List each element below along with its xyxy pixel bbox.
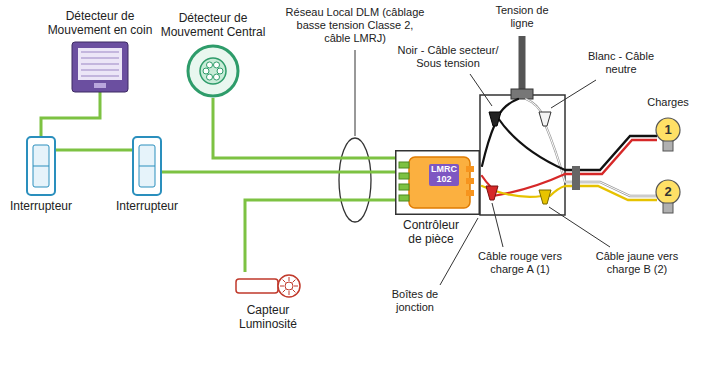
loads-label: Charges — [630, 96, 706, 109]
lmrj-cable — [213, 98, 395, 158]
component-text: 2 — [655, 185, 681, 200]
line-voltage-label: Tension de ligne — [494, 4, 550, 30]
wire-nut — [539, 112, 551, 126]
wire-nut — [539, 190, 551, 204]
component-caption: Détecteur de Mouvement en coin — [38, 10, 162, 38]
component-caption: Interrupteur — [0, 200, 86, 214]
component-caption: Contrôleur de pièce — [395, 219, 467, 247]
load-bulb: 1 — [655, 118, 681, 152]
component-text: 1 — [655, 123, 681, 138]
network-label: Réseau Local DLM (câblage basse tension … — [285, 6, 425, 46]
switch-symbol — [132, 136, 162, 196]
wall-switch: Interrupteur — [132, 136, 162, 196]
room-controller: LMRC 102Contrôleur de pièce — [395, 150, 480, 215]
corner-motion-sensor: Détecteur de Mouvement en coin — [72, 42, 128, 92]
component-text: LMRC 102 — [429, 164, 459, 186]
leader-line — [355, 50, 356, 136]
ceiling-motion-sensor: Détecteur de Mouvement Central — [186, 44, 240, 98]
corner-symbol — [72, 42, 128, 92]
cable-clamp — [572, 166, 580, 190]
line-cable — [519, 36, 526, 96]
lmrj-cable — [41, 92, 100, 136]
cable-clamp — [511, 89, 533, 99]
load-cables — [565, 136, 657, 200]
wall-switch: Interrupteur — [26, 136, 56, 196]
switch-symbol — [26, 136, 56, 196]
central-symbol — [186, 44, 240, 98]
wire-label: Blanc - Câble neutre — [585, 50, 657, 76]
wire-label: Câble rouge vers charge A (1) — [470, 250, 570, 276]
component-caption: Interrupteur — [102, 200, 192, 214]
lmrj-cable — [56, 149, 132, 152]
network-bracket — [339, 138, 371, 222]
lmrj-cable — [162, 171, 395, 174]
junction-box — [480, 95, 565, 215]
component-caption: Détecteur de Mouvement Central — [150, 12, 276, 40]
wire-label: Noir - Câble secteur/ Sous tension — [392, 44, 504, 70]
wire-nut — [486, 186, 498, 200]
lmrj-cable — [245, 200, 395, 272]
wire-nut — [489, 112, 501, 126]
junction-box-label: Boîtes de jonction — [380, 288, 450, 314]
wire-label: Câble jaune vers charge B (2) — [582, 250, 692, 276]
load-bulb: 2 — [655, 180, 681, 214]
wires — [482, 99, 565, 197]
component-caption: Capteur Luminosité — [218, 304, 318, 332]
lux-symbol — [235, 272, 301, 300]
daylight-sensor: Capteur Luminosité — [235, 272, 301, 300]
